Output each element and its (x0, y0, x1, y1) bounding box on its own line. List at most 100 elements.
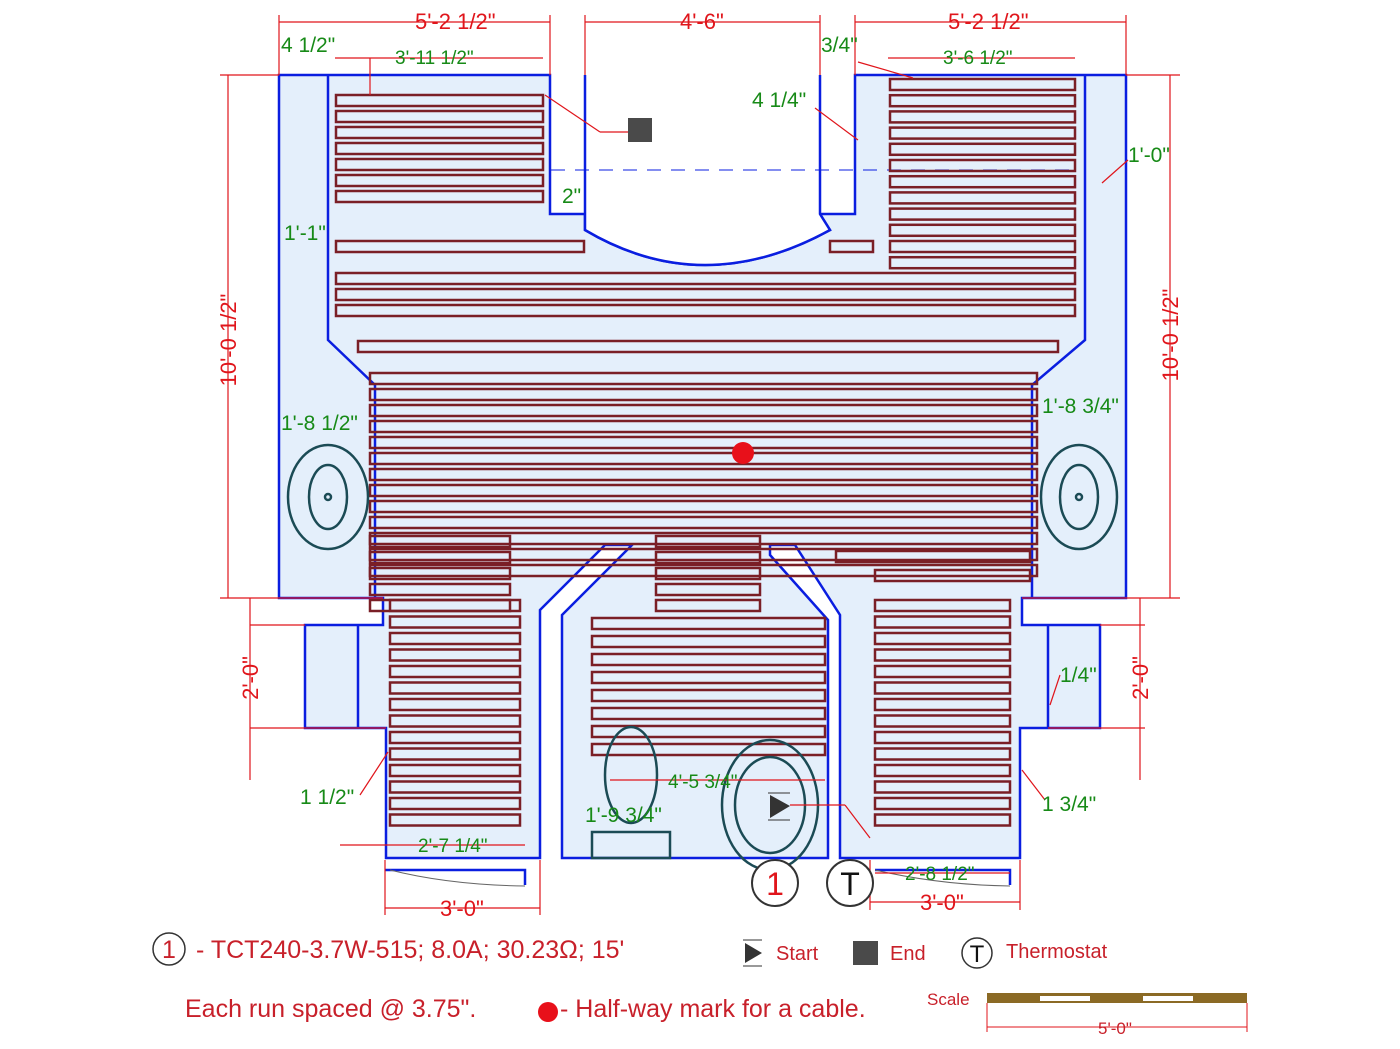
cable-run (888, 126, 1077, 140)
cable-run (873, 730, 1012, 745)
cable-run (334, 173, 545, 188)
dim-center-4-5: 4'-5 3/4" (668, 772, 738, 793)
cable-run (888, 223, 1077, 238)
heating-cable-runs (334, 77, 1077, 827)
cable-run (873, 697, 1012, 712)
legend-end: End (890, 943, 926, 965)
scale-bar (986, 993, 1248, 1032)
interior-walls (326, 75, 1087, 885)
cable-run (873, 747, 1012, 761)
cable-run (388, 780, 522, 794)
cable-run (654, 550, 762, 565)
cable-run (590, 742, 827, 757)
cable-run (873, 714, 1012, 728)
cable-run (888, 239, 1077, 254)
cable-run (368, 371, 1039, 386)
svg-text:T: T (840, 866, 860, 902)
dim-right-height: 10'-0 1/2" (1158, 289, 1183, 382)
cable-run (654, 566, 762, 581)
thermostat-marker: T (826, 859, 874, 907)
thermostat-icon: T (970, 941, 985, 968)
toilet-right (1039, 443, 1119, 551)
legend-thermostat: Thermostat (1006, 941, 1108, 963)
cable-run (368, 515, 1039, 530)
cable-run (388, 664, 522, 679)
cable-run (334, 287, 1077, 302)
cable-run (388, 615, 522, 629)
cable-run (388, 763, 522, 778)
dim-right-quarter: 1/4" (1060, 664, 1097, 687)
cable-run (368, 582, 512, 597)
end-icon (853, 941, 878, 965)
cable-run (590, 616, 827, 631)
cable-run (888, 174, 1077, 189)
cable-run (873, 615, 1012, 629)
door-swing-left (389, 869, 526, 887)
dim-right-1-0: 1'-0" (1128, 144, 1170, 167)
cable-run (873, 568, 1032, 583)
legend-halfway: - Half-way mark for a cable. (560, 995, 866, 1023)
dim-left-1-1: 1'-1" (284, 222, 326, 245)
dim-left-bottom-run: 2'-7 1/4" (418, 836, 488, 857)
cable-run (888, 207, 1077, 221)
halfway-mark-icon (732, 442, 754, 464)
cable-run (888, 77, 1077, 92)
end-marker-icon (628, 118, 652, 142)
cable-run (334, 93, 545, 108)
cable-run (654, 582, 762, 597)
dimension-labels: 5'-2 1/2" 4'-6" 5'-2 1/2" 4 1/2" 3'-11 1… (216, 9, 1183, 921)
dim-mid-offset: 4 1/4" (752, 89, 806, 112)
toilet-left (286, 443, 370, 551)
halfway-icon (538, 1002, 558, 1022)
dim-right-bottom: 3'-0" (920, 890, 964, 915)
dim-left-height: 10'-0 1/2" (216, 294, 241, 387)
cable-run (873, 648, 1012, 662)
cable-run (888, 158, 1077, 173)
cable-run (334, 303, 1077, 318)
cable-run (368, 534, 512, 549)
dimension-lines (220, 15, 1180, 915)
legend-start: Start (776, 943, 819, 965)
cable-run (388, 796, 522, 811)
cable-run (873, 598, 1012, 613)
cable-run (334, 189, 545, 204)
dim-top-mid: 4'-6" (680, 9, 724, 34)
legend-cable-number: 1 (162, 936, 176, 964)
cable-run (368, 566, 512, 581)
cable-run (368, 435, 1039, 450)
cable-run (873, 681, 1012, 695)
dim-gap: 2" (562, 185, 581, 208)
dim-left-run: 3'-11 1/2" (395, 48, 474, 69)
cable-run (368, 550, 512, 565)
dim-left-1-8: 1'-8 1/2" (281, 412, 358, 435)
cable-number-marker: 1 (751, 859, 799, 907)
cable-run (368, 499, 1039, 514)
cable-run (334, 109, 545, 124)
cable-run (388, 813, 522, 827)
dim-left-bottom: 3'-0" (440, 896, 484, 921)
cable-run (334, 239, 586, 254)
cable-run (590, 634, 827, 649)
cable-run (388, 648, 522, 662)
dim-right-offset: 3/4" (821, 34, 858, 57)
cable-run (888, 93, 1077, 108)
cable-run (873, 796, 1012, 811)
dim-left-2-0: 2'-0" (238, 656, 263, 700)
cable-run (873, 631, 1012, 646)
dim-right-1-3-4: 1 3/4" (1042, 793, 1096, 816)
cable-run (334, 141, 545, 156)
cable-run (888, 191, 1077, 205)
cable-run (368, 467, 1039, 482)
dim-top-left: 5'-2 1/2" (415, 9, 496, 34)
cable-run (368, 419, 1039, 434)
cable-run (388, 631, 522, 646)
cable-run (888, 255, 1077, 270)
cable-run (388, 598, 522, 613)
cable-run (388, 681, 522, 695)
cable-run (873, 763, 1012, 778)
cable-run (590, 652, 827, 667)
dim-right-2-0: 2'-0" (1128, 656, 1153, 700)
cable-run (334, 125, 545, 140)
cable-run (654, 598, 762, 613)
